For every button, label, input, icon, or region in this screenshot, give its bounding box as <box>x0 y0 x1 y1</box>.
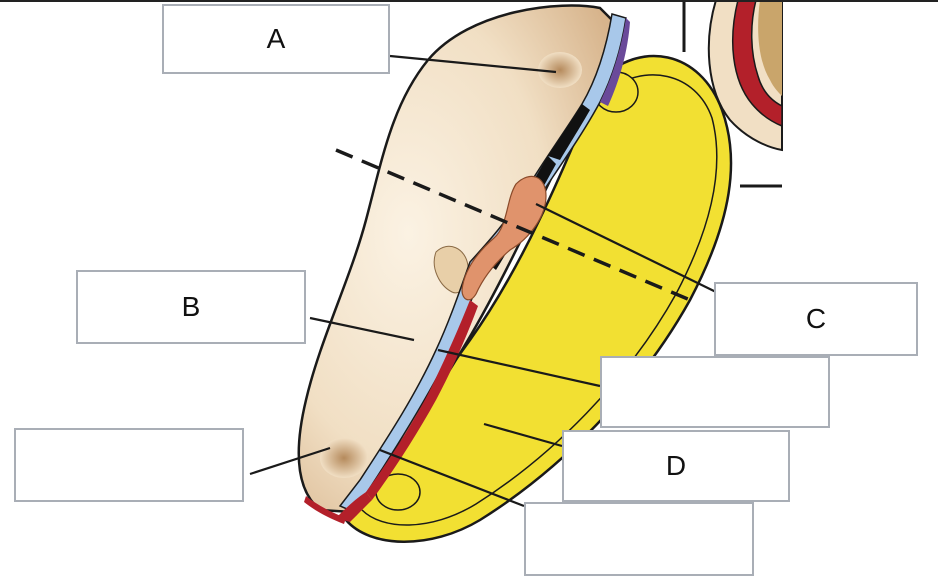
section-layers <box>304 13 630 524</box>
leader-line-c <box>535 203 717 293</box>
label-box-blank-1[interactable] <box>14 428 244 502</box>
label-a-text: A <box>266 23 286 54</box>
label-box-a[interactable]: A <box>162 4 390 74</box>
section-plane-dashed-line <box>335 148 691 302</box>
yolk-layer <box>344 54 733 543</box>
leader-line-a <box>389 54 557 74</box>
leader-line-blank-3 <box>379 448 525 508</box>
leader-line-blank-2 <box>437 348 601 388</box>
label-box-c[interactable]: C <box>714 282 918 356</box>
leader-lines <box>249 54 717 508</box>
label-box-blank-2[interactable] <box>600 356 830 428</box>
label-box-blank-3[interactable] <box>524 502 754 576</box>
leader-line-d <box>483 422 563 448</box>
label-d-text: D <box>665 450 687 481</box>
label-box-d[interactable]: D <box>562 430 790 502</box>
label-c-text: C <box>805 303 827 334</box>
label-b-text: B <box>181 291 201 322</box>
leader-line-blank-1 <box>249 446 331 476</box>
leader-line-b <box>309 316 415 342</box>
adjacent-structure <box>682 0 783 188</box>
label-box-b[interactable]: B <box>76 270 306 344</box>
